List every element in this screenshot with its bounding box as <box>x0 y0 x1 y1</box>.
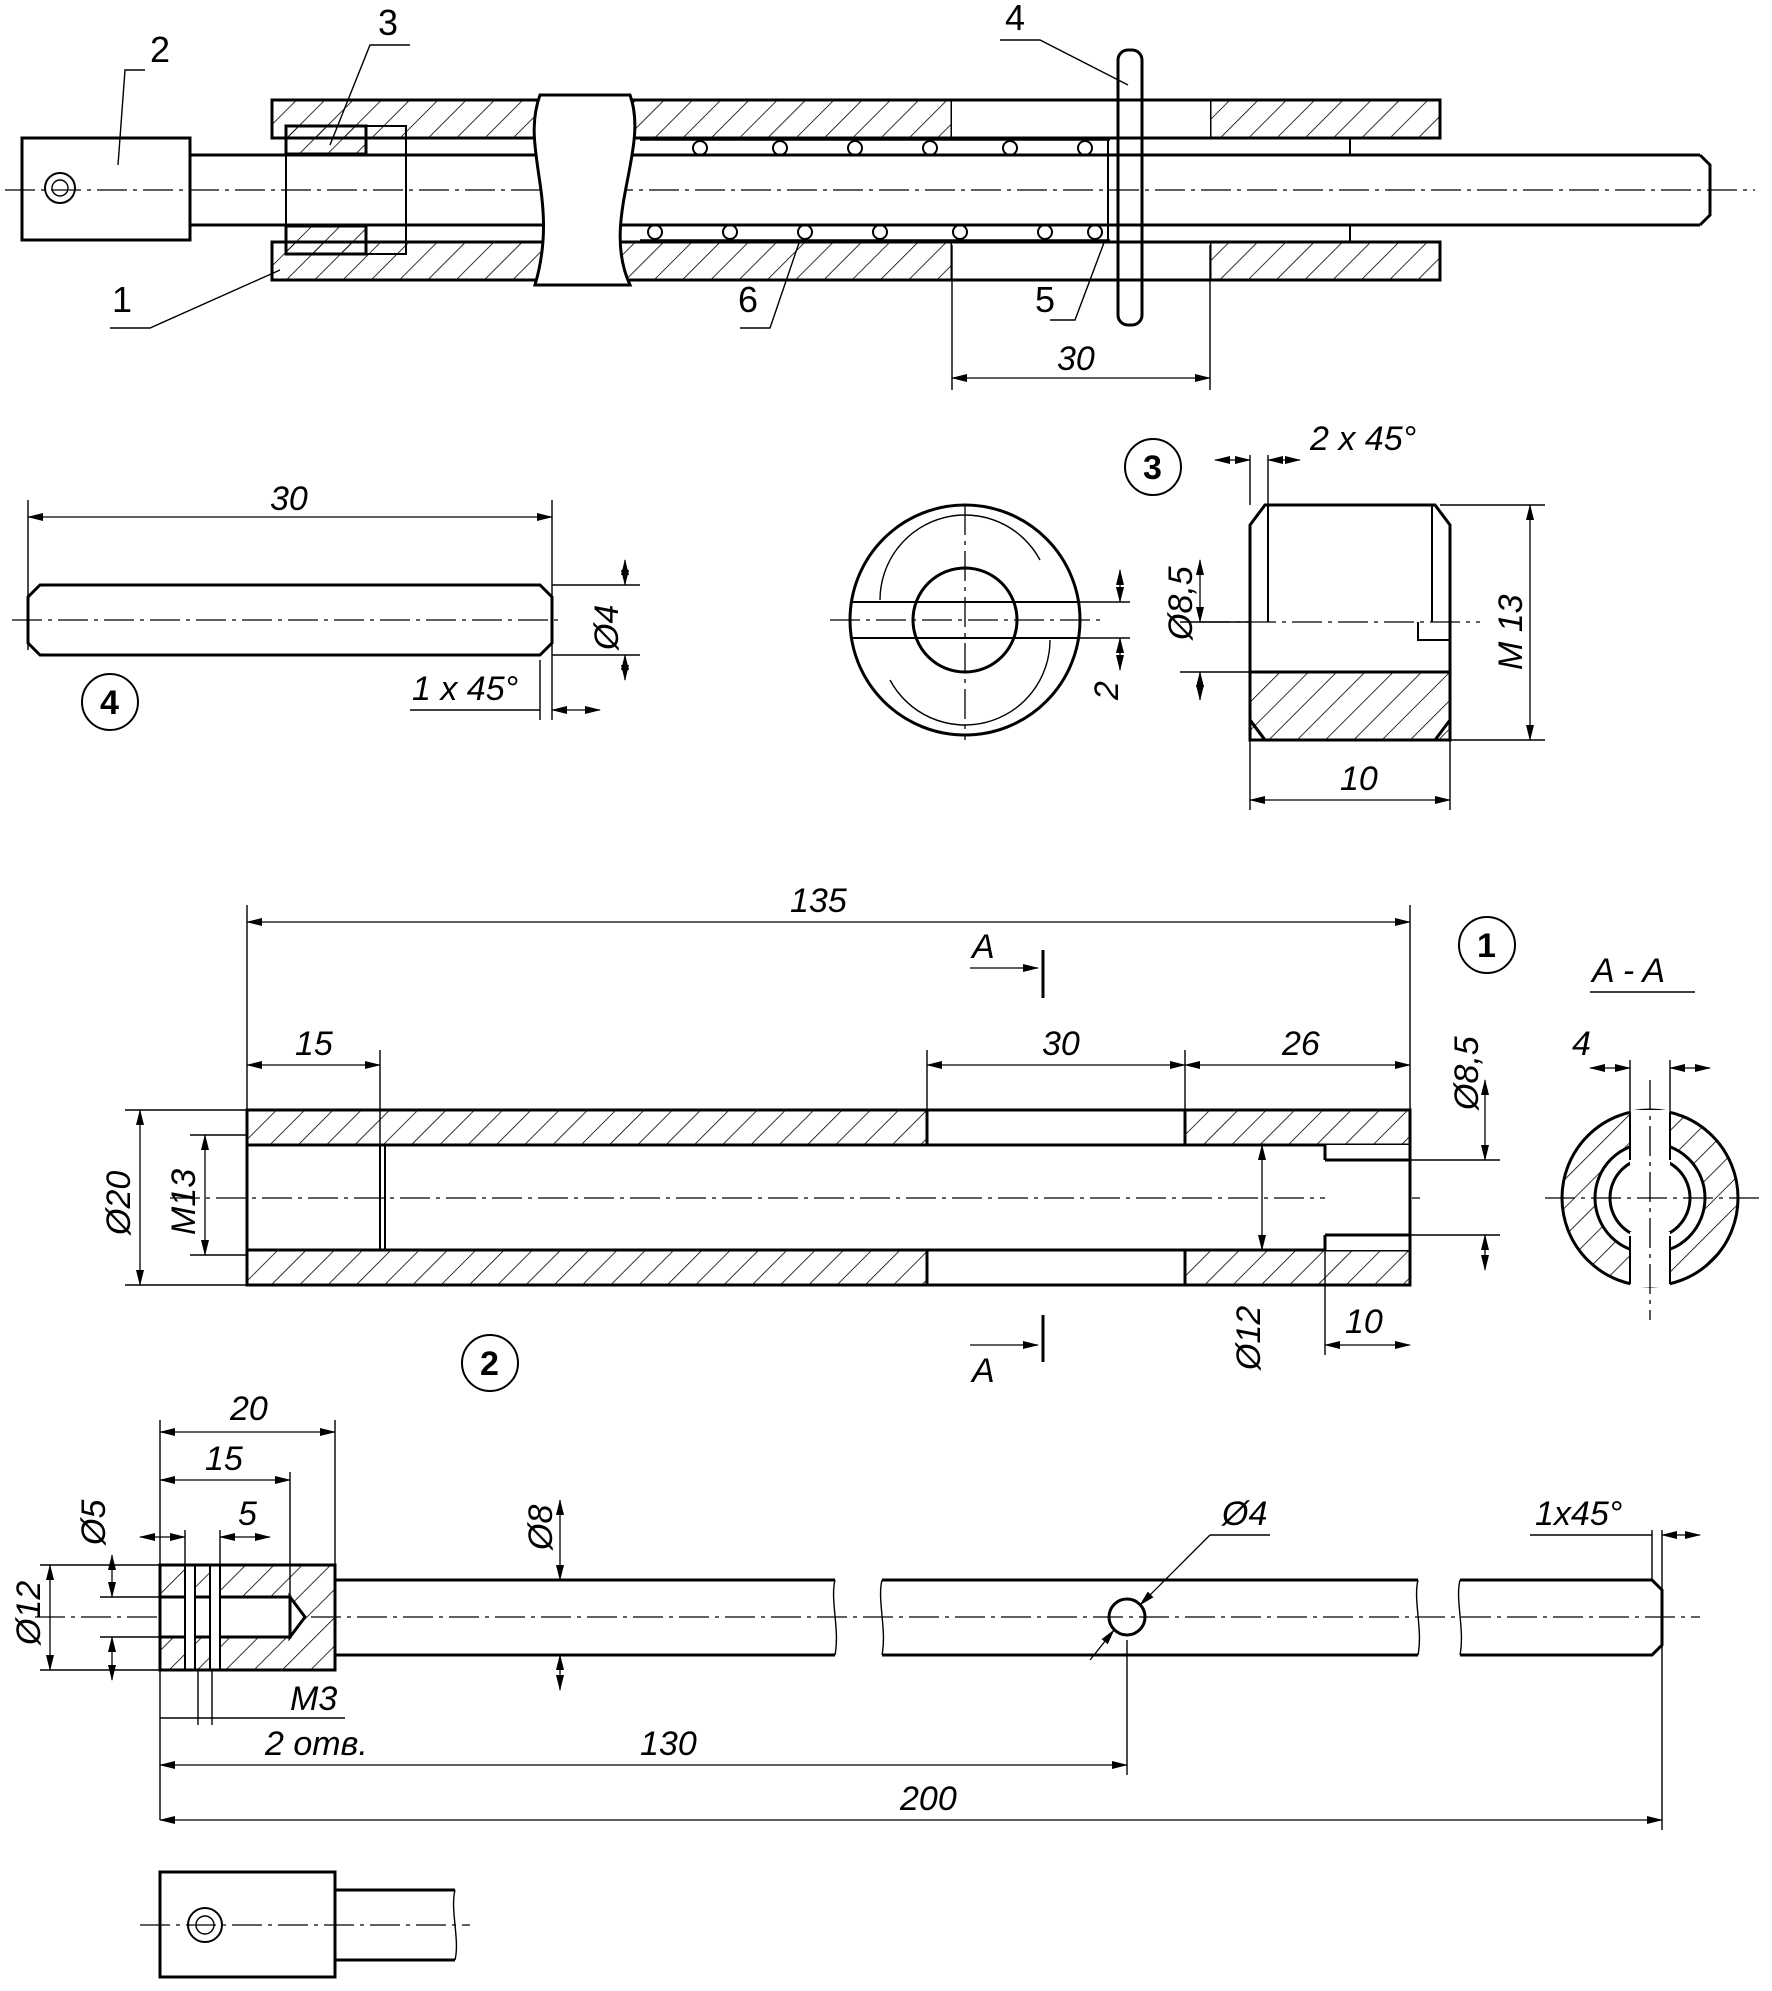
part-4-pin: 30 Ø4 1 x 45° 4 <box>12 480 640 731</box>
part2-dim-15: 15 <box>205 1440 243 1478</box>
head-hole-icon <box>44 172 76 204</box>
label-6: 6 <box>738 279 758 320</box>
part1-dim-thread-depth: 15 <box>295 1025 333 1063</box>
part4-dim-diameter: Ø4 <box>588 605 626 651</box>
part1-dim-bore: Ø12 <box>1230 1306 1268 1371</box>
label-3: 3 <box>378 2 398 43</box>
part2-dim-thread: M3 <box>290 1680 337 1718</box>
part2-dim-head-length: 20 <box>229 1390 268 1428</box>
part3-dim-chamfer: 2 x 45° <box>1309 420 1416 458</box>
part1-dim-bore-end: Ø8,5 <box>1448 1036 1486 1111</box>
part1-callout: 1 <box>1477 927 1496 965</box>
assembly-view: 2 3 1 4 6 5 30 <box>5 0 1755 390</box>
section-a-a: A - A 4 <box>1545 952 1760 1320</box>
part2-dim-cross-hole: Ø4 <box>1221 1495 1267 1533</box>
part1-dim-outer: Ø20 <box>100 1171 138 1236</box>
part-2-top-view <box>140 1870 470 1979</box>
part4-callout: 4 <box>100 684 119 722</box>
part4-dim-chamfer: 1 x 45° <box>412 670 518 708</box>
part2-callout: 2 <box>480 1345 499 1383</box>
part1-dim-overall: 135 <box>790 882 847 920</box>
part3-dim-slot: 2 <box>1088 681 1126 701</box>
part1-dim-end-bore: 10 <box>1345 1303 1383 1341</box>
part-3-end-view: 2 <box>830 503 1130 740</box>
part-2-rod: 2 20 15 5 Ø5 <box>10 1334 1701 1830</box>
section-dim: 4 <box>1572 1025 1591 1063</box>
part3-dim-thread: M 13 <box>1492 594 1530 670</box>
knob-head <box>20 136 192 242</box>
label-2: 2 <box>150 29 170 70</box>
label-5: 5 <box>1035 279 1055 320</box>
label-1: 1 <box>112 279 132 320</box>
part1-dim-thread: M13 <box>165 1169 203 1235</box>
part2-dim-200: 200 <box>899 1780 957 1818</box>
part-1-body: 1 135 15 30 26 Ø20 <box>100 882 1516 1390</box>
part2-dim-chamfer: 1x45° <box>1535 1495 1622 1533</box>
section-mark-bottom: A <box>970 1352 995 1390</box>
part4-dim-length: 30 <box>270 480 308 518</box>
part1-dim-slot: 30 <box>1042 1025 1080 1063</box>
part2-dim-thread-note: 2 отв. <box>264 1725 368 1763</box>
part2-dim-hole: Ø5 <box>75 1500 113 1546</box>
dim-30-assembly: 30 <box>1057 340 1095 378</box>
part3-callout: 3 <box>1143 449 1162 487</box>
part2-dim-rod: Ø8 <box>522 1505 560 1551</box>
part3-dim-length: 10 <box>1340 760 1378 798</box>
part2-dim-head-dia: Ø12 <box>10 1581 48 1646</box>
section-title: A - A <box>1590 952 1665 990</box>
part2-dim-130: 130 <box>640 1725 697 1763</box>
part3-dim-bore: Ø8,5 <box>1162 566 1200 641</box>
part-3-section: 3 2 x 45° Ø8,5 M 13 10 <box>1124 420 1545 810</box>
label-4: 4 <box>1005 0 1025 38</box>
part2-dim-5: 5 <box>238 1495 257 1533</box>
part1-dim-end: 26 <box>1281 1025 1320 1063</box>
section-mark-top: A <box>970 928 995 966</box>
spring <box>647 140 1103 240</box>
cross-pin <box>1116 48 1144 327</box>
